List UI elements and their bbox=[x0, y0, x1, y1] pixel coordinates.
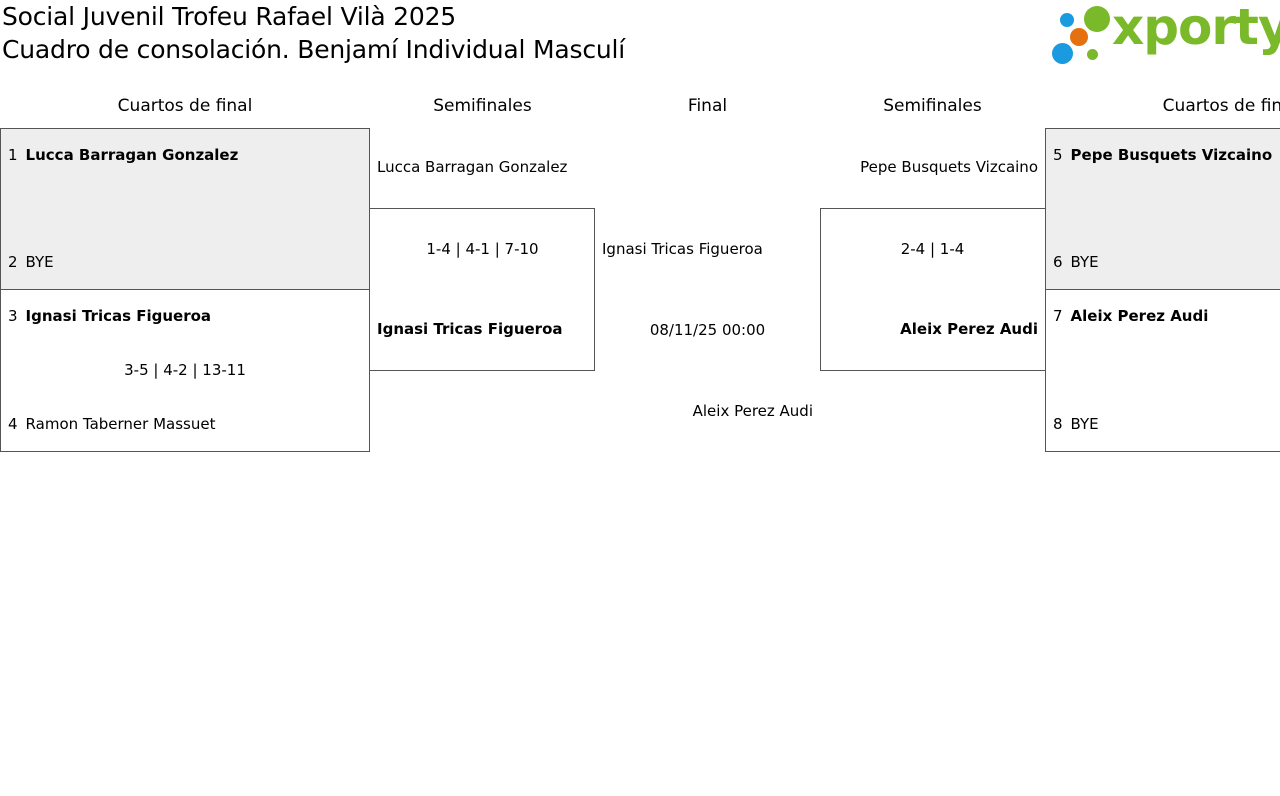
semifinal-left-player-bottom[interactable]: Ignasi Tricas Figueroa bbox=[377, 320, 563, 338]
player-name: Ignasi Tricas Figueroa bbox=[25, 307, 212, 325]
logo-dot-blue-small-icon bbox=[1060, 13, 1074, 27]
match-score: 2-4 | 1-4 bbox=[900, 240, 965, 258]
player-name: BYE bbox=[25, 253, 54, 271]
match-score: 3-5 | 4-2 | 13-11 bbox=[124, 361, 246, 379]
seed-number: 1 bbox=[8, 146, 18, 164]
player-name: Lucca Barragan Gonzalez bbox=[25, 146, 239, 164]
player-entry[interactable]: 8 BYE bbox=[1053, 415, 1099, 433]
player-entry[interactable]: 7 Aleix Perez Audi bbox=[1053, 307, 1208, 325]
semifinal-right-player-top[interactable]: Pepe Busquets Vizcaino bbox=[860, 158, 1038, 176]
final-datetime: 08/11/25 00:00 bbox=[649, 321, 766, 339]
final-player-left[interactable]: Ignasi Tricas Figueroa bbox=[602, 240, 763, 258]
match-box-left-quarter-1[interactable] bbox=[0, 128, 370, 290]
semifinal-left-player-top[interactable]: Lucca Barragan Gonzalez bbox=[377, 158, 568, 176]
column-header-left-quarterfinals: Cuartos de final bbox=[117, 96, 253, 116]
match-box-left-semifinal[interactable] bbox=[369, 208, 595, 371]
seed-number: 6 bbox=[1053, 253, 1063, 271]
player-entry[interactable]: 6 BYE bbox=[1053, 253, 1099, 271]
player-name: Ramon Taberner Massuet bbox=[25, 415, 216, 433]
logo-dot-blue-large-icon bbox=[1052, 43, 1073, 64]
seed-number: 2 bbox=[8, 253, 18, 271]
seed-number: 5 bbox=[1053, 146, 1063, 164]
seed-number: 3 bbox=[8, 307, 18, 325]
match-box-right-quarter-2[interactable] bbox=[1045, 289, 1280, 452]
player-name: Pepe Busquets Vizcaino bbox=[1070, 146, 1273, 164]
xporty-logo[interactable]: xporty bbox=[1050, 0, 1280, 66]
match-score: 1-4 | 4-1 | 7-10 bbox=[426, 240, 539, 258]
seed-number: 7 bbox=[1053, 307, 1063, 325]
column-header-right-semifinals: Semifinales bbox=[883, 96, 982, 116]
logo-text: xporty bbox=[1112, 0, 1280, 56]
final-player-right[interactable]: Aleix Perez Audi bbox=[692, 402, 813, 420]
tournament-title: Social Juvenil Trofeu Rafael Vilà 2025 bbox=[2, 2, 457, 31]
player-entry[interactable]: 5 Pepe Busquets Vizcaino bbox=[1053, 146, 1272, 164]
player-name: BYE bbox=[1070, 415, 1099, 433]
player-entry[interactable]: 1 Lucca Barragan Gonzalez bbox=[8, 146, 238, 164]
player-entry[interactable]: 3 Ignasi Tricas Figueroa bbox=[8, 307, 211, 325]
logo-dot-green-icon bbox=[1084, 6, 1110, 32]
column-header-final: Final bbox=[687, 96, 728, 116]
player-entry[interactable]: 2 BYE bbox=[8, 253, 54, 271]
match-box-right-semifinal[interactable] bbox=[820, 208, 1046, 371]
column-header-left-semifinals: Semifinales bbox=[433, 96, 532, 116]
seed-number: 4 bbox=[8, 415, 18, 433]
logo-dot-orange-icon bbox=[1070, 28, 1088, 46]
semifinal-right-player-bottom[interactable]: Aleix Perez Audi bbox=[900, 320, 1038, 338]
column-header-right-quarterfinals: Cuartos de final bbox=[1162, 96, 1280, 116]
seed-number: 8 bbox=[1053, 415, 1063, 433]
player-entry[interactable]: 4 Ramon Taberner Massuet bbox=[8, 415, 215, 433]
match-box-right-quarter-1[interactable] bbox=[1045, 128, 1280, 290]
player-name: Aleix Perez Audi bbox=[1070, 307, 1209, 325]
player-name: BYE bbox=[1070, 253, 1099, 271]
logo-dot-green-small-icon bbox=[1087, 49, 1098, 60]
draw-subtitle: Cuadro de consolación. Benjamí Individua… bbox=[2, 35, 626, 64]
